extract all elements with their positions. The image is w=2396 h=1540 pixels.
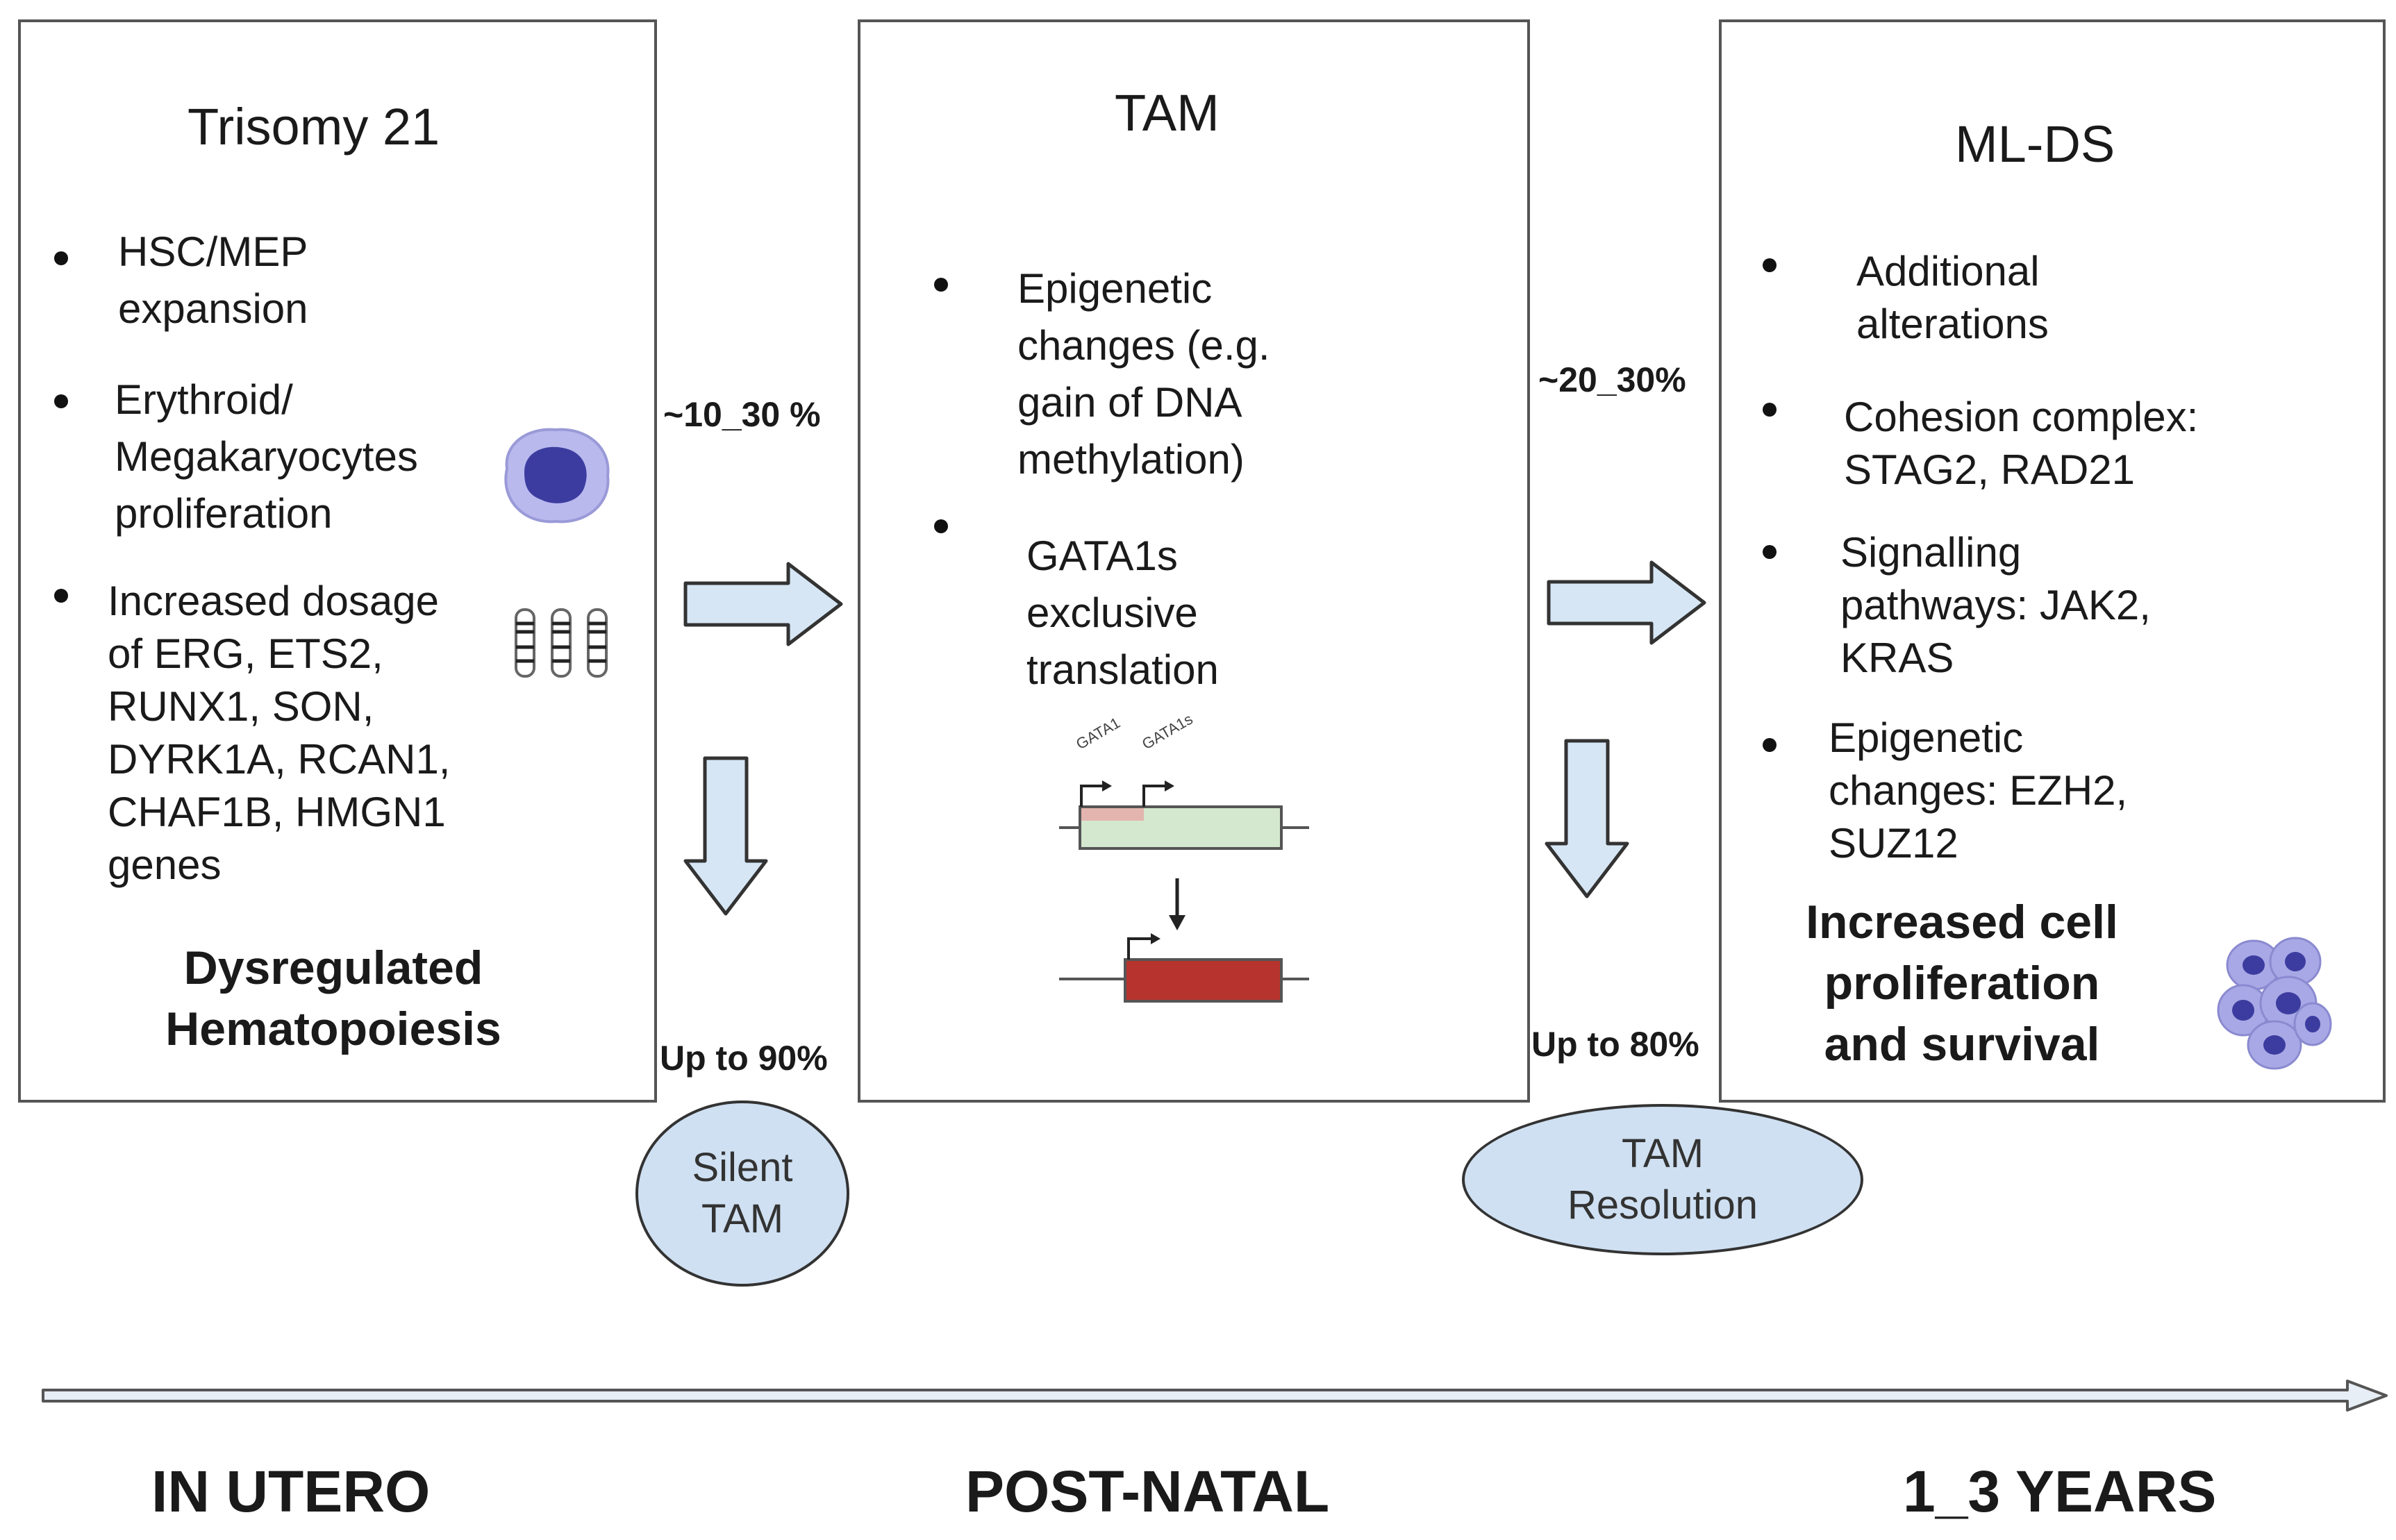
tam-panel (858, 19, 1530, 1103)
right-arrow-2 (1547, 560, 1706, 645)
trisomy-bullet-dosage: Increased dosage of ERG, ETS2, RUNX1, SO… (108, 578, 451, 888)
mlds-title: ML-DS (1955, 115, 2115, 173)
tam-bullet-gata1s: GATA1s exclusive translation (1026, 533, 1219, 693)
bullet-dot (934, 278, 948, 292)
chromosome-icon (515, 608, 608, 678)
progression-rate-1: ~10_30 % (663, 395, 821, 434)
progression-rate-2: ~20_30% (1538, 360, 1686, 399)
silent-tam-label: Silent TAM (692, 1145, 793, 1241)
mlds-bullet-signalling: Signalling pathways: JAK2, KRAS (1840, 529, 2151, 681)
trisomy21-panel (18, 19, 657, 1103)
timeline-1-3-years: 1_3 YEARS (1903, 1459, 2217, 1524)
mlds-panel (1719, 19, 2386, 1103)
bullet-dot (54, 394, 68, 408)
silent-rate: Up to 90% (660, 1039, 828, 1078)
tam-bullet-epigenetic: Epigenetic changes (e.g. gain of DNA met… (1017, 265, 1270, 483)
gata1-gene-schematic: GATA1 GATA1s (1059, 710, 1309, 1003)
trisomy-bullet-hsc: HSC/MEP expansion (118, 228, 308, 332)
dysregulated-hematopoiesis: Dysregulated Hematopoiesis (165, 941, 501, 1055)
right-arrow-1 (683, 562, 843, 646)
bullet-dot (54, 251, 68, 265)
resolution-rate: Up to 80% (1531, 1025, 1699, 1064)
blast-cells-cluster-icon (2217, 937, 2332, 1070)
tam-resolution-label: TAM Resolution (1567, 1131, 1758, 1228)
megakaryocyte-cell-icon (504, 428, 610, 524)
bullet-dot (934, 519, 948, 533)
tam-title: TAM (1115, 84, 1220, 142)
mlds-bullet-epigenetic: Epigenetic changes: EZH2, SUZ12 (1829, 714, 2128, 867)
timeline-post-natal: POST-NATAL (965, 1459, 1330, 1524)
increased-cell-proliferation: Increased cell proliferation and surviva… (1806, 896, 2118, 1071)
silent-tam-oval: Silent TAM (635, 1100, 849, 1287)
down-arrow-1 (683, 756, 768, 916)
bullet-dot (54, 589, 68, 603)
trisomy-bullet-erythroid: Erythroid/ Megakaryocytes proliferation (115, 376, 418, 537)
trisomy21-title: Trisomy 21 (188, 98, 440, 156)
down-arrow-2 (1545, 739, 1629, 898)
bullet-dot (1763, 403, 1777, 417)
bullet-dot (1763, 545, 1777, 559)
timeline-arrow (42, 1380, 2388, 1412)
tam-resolution-oval: TAM Resolution (1462, 1104, 1863, 1255)
bullet-dot (1763, 258, 1777, 272)
timeline-in-utero: IN UTERO (151, 1459, 431, 1524)
bullet-dot (1763, 738, 1777, 752)
mlds-bullet-cohesion: Cohesion complex: STAG2, RAD21 (1844, 394, 2199, 493)
mlds-bullet-additional: Additional alterations (1856, 248, 2049, 347)
